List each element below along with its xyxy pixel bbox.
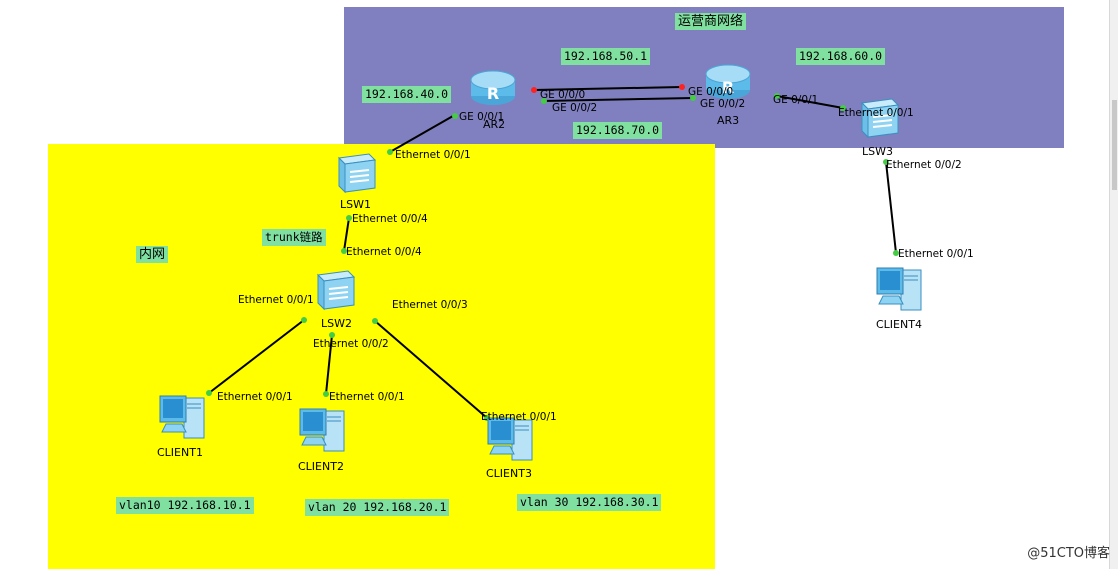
pc-icon [159, 395, 205, 439]
port-label: GE 0/0/2 [552, 102, 598, 114]
link-ar2-ar3-top[interactable] [533, 86, 683, 91]
port-label: Ethernet 0/0/2 [313, 338, 389, 350]
subnet-tag-60: 192.168.60.0 [796, 48, 886, 65]
port-dot [893, 250, 899, 256]
port-dot-down [679, 84, 685, 90]
port-dot [346, 215, 352, 221]
switch-lsw2-label: LSW2 [321, 317, 352, 330]
port-dot [301, 317, 307, 323]
port-label: Ethernet 0/0/1 [395, 149, 471, 161]
link-lsw2-client2[interactable] [325, 334, 333, 395]
port-label: GE 0/0/2 [700, 98, 746, 110]
port-dot [840, 105, 846, 111]
router-glyph: R [722, 78, 734, 97]
port-label: GE 0/0/0 [688, 86, 734, 98]
port-dot [341, 248, 347, 254]
subnet-tag-70: 192.168.70.0 [573, 122, 663, 139]
vlan30-tag: vlan 30 192.168.30.1 [517, 494, 662, 511]
client2[interactable] [296, 405, 348, 455]
switch-icon [860, 98, 900, 139]
port-dot [541, 98, 547, 104]
port-label: Ethernet 0/0/1 [329, 391, 405, 403]
port-label: Ethernet 0/0/2 [886, 159, 962, 171]
link-ar2-lsw1[interactable] [389, 115, 454, 153]
pc-icon [299, 408, 345, 452]
client4-label: CLIENT4 [876, 318, 922, 331]
router-ar2-label: AR2 [483, 118, 506, 131]
vertical-scrollbar[interactable] [1109, 0, 1118, 569]
link-lsw2-client3[interactable] [374, 320, 488, 419]
switch-lsw2[interactable] [316, 267, 356, 311]
port-label: Ethernet 0/0/4 [352, 213, 428, 225]
port-dot [452, 113, 458, 119]
link-lsw1-lsw2[interactable] [343, 217, 350, 252]
port-label: Ethernet 0/0/1 [238, 294, 314, 306]
client4[interactable] [873, 264, 925, 314]
switch-lsw1[interactable] [337, 150, 377, 194]
client1-label: CLIENT1 [157, 446, 203, 459]
pc-icon [487, 417, 533, 461]
scrollbar-thumb[interactable] [1112, 100, 1117, 190]
port-label: GE 0/0/1 [459, 111, 505, 123]
subnet-tag-40: 192.168.40.0 [362, 86, 452, 103]
vlan20-tag: vlan 20 192.168.20.1 [305, 499, 450, 516]
port-dot [690, 95, 696, 101]
isp-zone [344, 7, 1064, 148]
port-label: Ethernet 0/0/1 [898, 248, 974, 260]
router-glyph: R [487, 84, 499, 103]
port-label: GE 0/0/1 [773, 94, 819, 106]
switch-icon [316, 270, 356, 311]
trunk-link-tag: trunk链路 [262, 229, 326, 246]
subnet-tag-50: 192.168.50.1 [561, 48, 651, 65]
vlan10-tag: vlan10 192.168.10.1 [116, 497, 254, 514]
port-label: GE 0/0/0 [540, 89, 586, 101]
switch-lsw3-label: LSW3 [862, 145, 893, 158]
port-label: Ethernet 0/0/1 [481, 411, 557, 423]
router-ar2[interactable]: R [468, 66, 518, 108]
port-dot [883, 159, 889, 165]
port-label: Ethernet 0/0/1 [217, 391, 293, 403]
link-ar3-lsw3[interactable] [776, 95, 844, 109]
router-icon: R [470, 70, 516, 105]
router-ar3[interactable]: R [703, 60, 753, 102]
link-lsw2-client1[interactable] [208, 319, 305, 394]
router-icon: R [705, 64, 751, 99]
port-label: Ethernet 0/0/4 [346, 246, 422, 258]
pc-icon [876, 267, 922, 311]
port-dot [372, 318, 378, 324]
client1[interactable] [156, 392, 208, 442]
router-ar3-label: AR3 [717, 114, 740, 127]
client3-label: CLIENT3 [486, 467, 532, 480]
port-dot-down [531, 87, 537, 93]
switch-icon [337, 153, 377, 194]
link-lsw3-client4[interactable] [885, 161, 897, 254]
client3[interactable] [484, 414, 536, 464]
watermark: @51CTO博客 [1027, 546, 1110, 561]
switch-lsw3[interactable] [860, 95, 900, 139]
port-dot [206, 390, 212, 396]
client2-label: CLIENT2 [298, 460, 344, 473]
switch-lsw1-label: LSW1 [340, 198, 371, 211]
port-dot [387, 149, 393, 155]
isp-zone-title: 运营商网络 [675, 13, 747, 30]
port-dot [774, 93, 780, 99]
port-dot [329, 332, 335, 338]
port-label: Ethernet 0/0/1 [838, 107, 914, 119]
link-ar2-ar3-bottom[interactable] [541, 97, 694, 102]
port-dot [323, 391, 329, 397]
port-label: Ethernet 0/0/3 [392, 299, 468, 311]
lan-zone-title: 内网 [136, 246, 169, 263]
